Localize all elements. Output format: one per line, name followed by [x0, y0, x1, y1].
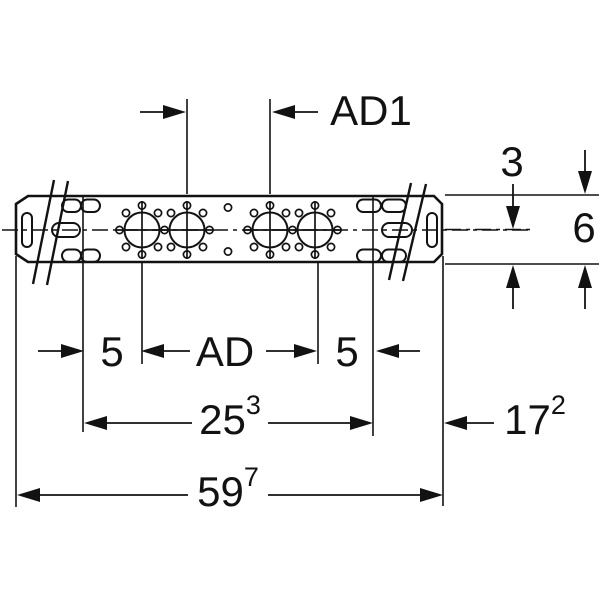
dim-label-597: 597 [197, 462, 259, 515]
dim-label-ad: AD [196, 328, 254, 375]
pilot-hole [198, 242, 208, 252]
pilot-hole [182, 250, 192, 259]
arrowhead-right-icon [61, 344, 84, 358]
arrowhead-right-icon [294, 344, 317, 358]
pilot-hole [265, 250, 275, 259]
dim-label-6: 6 [572, 204, 595, 251]
pilot-hole [115, 225, 124, 235]
pilot-hole [326, 208, 336, 218]
pilot-hole [243, 225, 252, 235]
pilot-hole [249, 242, 259, 252]
dim-label-5-left: 5 [100, 328, 123, 375]
pilot-hole [121, 242, 131, 252]
extension-lines [15, 99, 599, 507]
arrowhead-up-icon [506, 265, 520, 288]
pilot-hole [294, 242, 304, 252]
slot [356, 198, 382, 213]
dimension-5-ad-5: 5 AD 5 [38, 328, 420, 375]
plate-outline [14, 194, 444, 264]
pilot-hole [198, 208, 208, 218]
pilot-hole [153, 208, 163, 218]
arrowhead-down-icon [506, 206, 520, 229]
pilot-hole [333, 225, 342, 235]
pilot-hole [182, 201, 192, 210]
arrowhead-up-icon [578, 265, 592, 288]
slot [381, 222, 413, 238]
dimension-597: 597 [17, 462, 443, 515]
break-line [387, 182, 413, 281]
slot [51, 222, 81, 238]
slot [381, 198, 407, 213]
break-lines [31, 179, 428, 286]
slot [80, 198, 101, 213]
pilot-hole [288, 225, 297, 235]
arrowhead-left-icon [17, 488, 40, 502]
pilot-hole [249, 208, 259, 218]
end-slot-right [426, 212, 438, 248]
pilot-hole [310, 201, 320, 210]
dimension-ad1: AD1 [140, 87, 412, 134]
pilot-hole [166, 242, 176, 252]
break-line [45, 180, 70, 286]
pilot-hole [223, 247, 233, 256]
pilot-hole [160, 225, 169, 235]
slot [356, 248, 382, 263]
break-line [31, 179, 56, 285]
pilot-hole [153, 242, 163, 252]
slot [80, 248, 101, 263]
end-slot-left [21, 212, 33, 248]
pilot-hole [281, 242, 291, 252]
pilot-hole [137, 201, 147, 210]
arrowhead-left-icon [444, 416, 467, 430]
arrowhead-left-icon [84, 416, 107, 430]
dim-label-172: 172 [504, 390, 566, 443]
pilot-hole [265, 201, 275, 210]
dimension-253-172: 253 172 [84, 390, 566, 443]
pilot-hole [166, 208, 176, 218]
dim-label-5-right: 5 [335, 328, 358, 375]
arrowhead-right-icon [350, 416, 373, 430]
arrowhead-left-icon [376, 344, 399, 358]
pilot-hole [294, 208, 304, 218]
dim-label-ad1: AD1 [330, 87, 412, 134]
fastening-hole-pair-right [243, 201, 342, 259]
arrowhead-left-icon [272, 105, 295, 119]
pilot-hole [281, 208, 291, 218]
dim-label-253: 253 [199, 390, 261, 443]
pilot-hole [326, 242, 336, 252]
dim-label-3: 3 [500, 138, 523, 185]
arrowhead-right-icon [420, 488, 443, 502]
break-line [401, 183, 428, 282]
pilot-hole [205, 225, 214, 235]
fastening-hole-pair-left [115, 201, 214, 259]
arrowhead-right-icon [163, 105, 186, 119]
pilot-hole [310, 250, 320, 259]
pilot-hole [223, 203, 233, 212]
arrowhead-left-icon [141, 344, 164, 358]
pilot-hole [121, 208, 131, 218]
pilot-hole [137, 250, 147, 259]
slot [61, 248, 82, 263]
arrowhead-down-icon [578, 171, 592, 194]
dimension-heights: 3 6 [445, 138, 596, 309]
